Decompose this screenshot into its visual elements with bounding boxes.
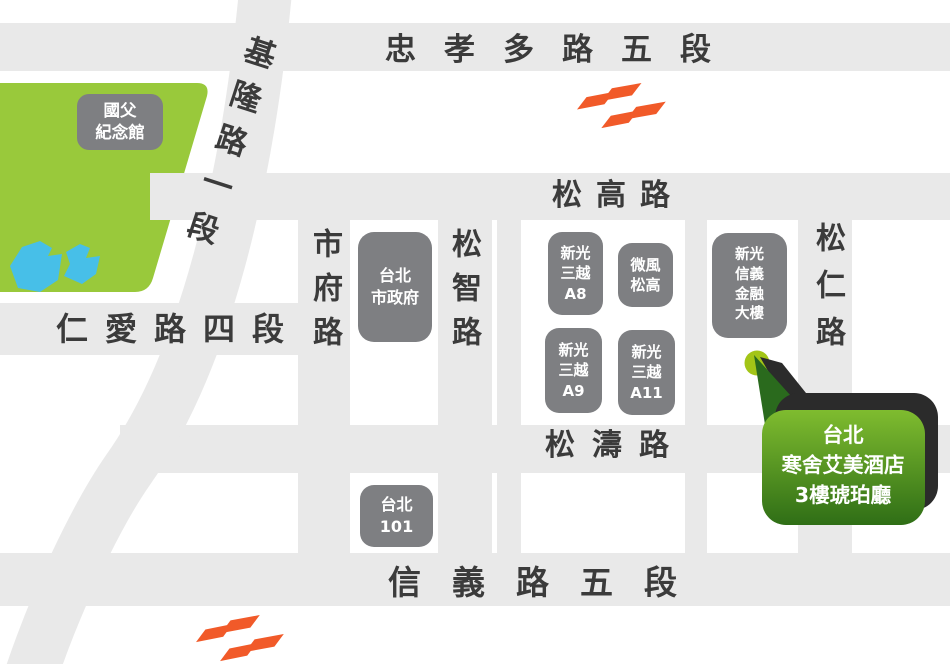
road-zhongxiao bbox=[0, 23, 950, 71]
mrt-station-icon bbox=[196, 615, 284, 662]
road-xinyi bbox=[0, 553, 950, 606]
place-label-line: A9 bbox=[562, 381, 585, 400]
place-label-line: A11 bbox=[630, 383, 663, 402]
place-label-line: 新光 bbox=[735, 247, 764, 264]
place-shinkong-mitsukoshi-a9: 新光 三越 A9 bbox=[545, 328, 602, 413]
road-shifu bbox=[298, 173, 350, 555]
place-shinkong-xinyi-financial-tower: 新光 信義 金融 大樓 bbox=[712, 233, 787, 338]
road-label-zhongxiao: 忠孝多路五段 bbox=[385, 32, 739, 68]
place-label-line: 台北 bbox=[378, 266, 411, 286]
hotel-callout-bubble bbox=[744, 350, 938, 525]
road-minor-west bbox=[497, 173, 521, 555]
place-label-line: A8 bbox=[564, 284, 587, 303]
road-label-songgao: 松高路 bbox=[552, 178, 684, 213]
place-label-line: 大樓 bbox=[735, 306, 764, 323]
place-label-line: 新光 bbox=[560, 244, 591, 263]
place-label-line: 三越 bbox=[631, 363, 662, 382]
place-label-line: 三越 bbox=[558, 361, 589, 380]
pond-icon bbox=[10, 241, 62, 292]
place-taipei-city-hall: 台北 市政府 bbox=[358, 232, 432, 342]
place-label-line: 三越 bbox=[560, 264, 591, 283]
hotel-callout-line: 寒舍艾美酒店 bbox=[781, 453, 905, 477]
place-label-line: 紀念館 bbox=[95, 123, 145, 142]
place-label-line: 新光 bbox=[558, 341, 589, 360]
place-label-line: 微風 bbox=[630, 255, 661, 274]
hotel-callout-line: 3樓琥珀廳 bbox=[794, 483, 892, 507]
place-breeze-songgao: 微風 松高 bbox=[618, 243, 673, 307]
place-shinkong-mitsukoshi-a11: 新光 三越 A11 bbox=[618, 330, 675, 415]
place-label-line: 101 bbox=[379, 517, 414, 536]
place-label-line: 台北 bbox=[380, 495, 413, 515]
road-label-songzhi: 松智路 bbox=[446, 228, 481, 360]
place-label-line: 新光 bbox=[631, 343, 662, 362]
place-label-line: 國父 bbox=[103, 100, 137, 120]
place-sun-yat-sen-memorial: 國父 紀念館 bbox=[77, 94, 163, 150]
place-label-line: 松高 bbox=[630, 276, 661, 294]
place-taipei-101: 台北 101 bbox=[360, 485, 433, 547]
road-label-xinyi: 信義路五段 bbox=[388, 563, 708, 602]
road-songzhi bbox=[438, 173, 492, 555]
place-label-line: 市政府 bbox=[370, 288, 419, 307]
place-label-line: 信義 bbox=[735, 266, 764, 283]
place-shinkong-mitsukoshi-a8: 新光 三越 A8 bbox=[548, 232, 603, 315]
road-label-songren: 松仁路 bbox=[810, 222, 845, 363]
mrt-station-icon bbox=[577, 83, 666, 129]
place-label-line: 金融 bbox=[735, 286, 764, 303]
road-minor-east bbox=[685, 173, 707, 555]
hotel-callout-text: 台北 寒舍艾美酒店 3樓琥珀廳 bbox=[760, 420, 926, 510]
pond-icon bbox=[64, 244, 100, 284]
road-label-renai: 仁愛路四段 bbox=[56, 310, 302, 348]
hotel-callout-line: 台北 bbox=[822, 423, 864, 447]
road-label-shifu: 市府路 bbox=[307, 228, 342, 360]
road-label-songtao: 松濤路 bbox=[545, 428, 686, 463]
road-keelung bbox=[6, 0, 292, 664]
